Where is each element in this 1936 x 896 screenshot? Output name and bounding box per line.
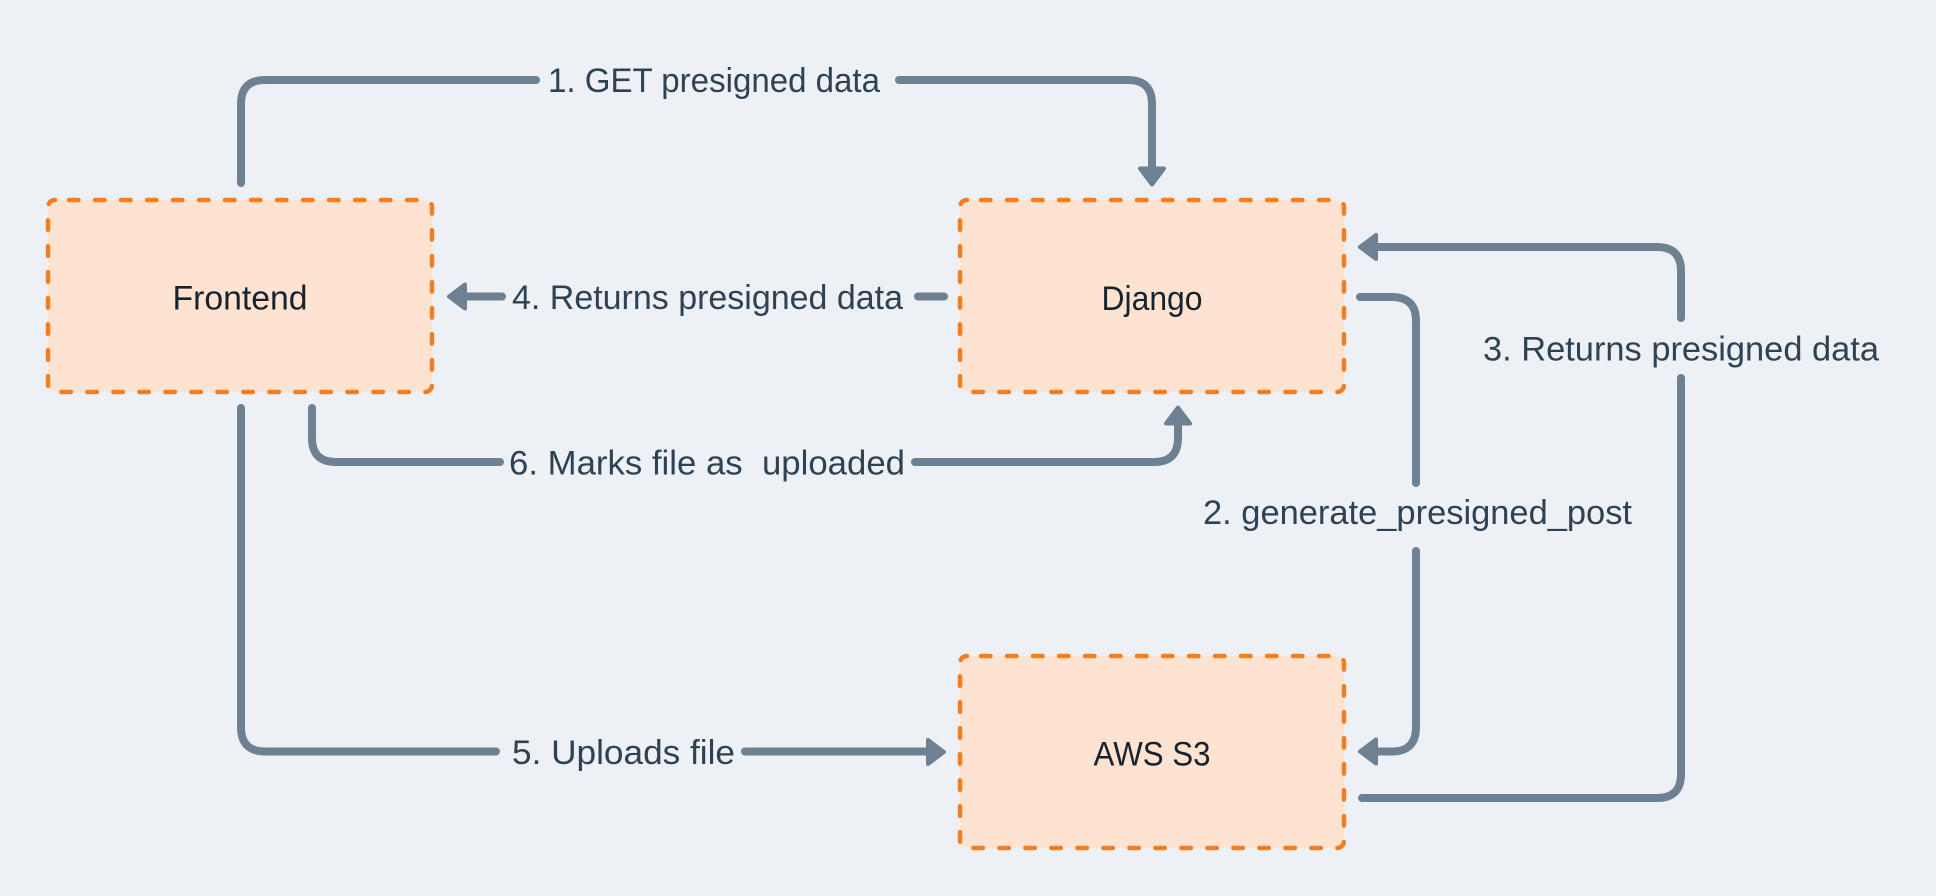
- svg-text:Frontend: Frontend: [173, 280, 308, 318]
- svg-text:1. GET presigned data: 1. GET presigned data: [548, 62, 880, 100]
- svg-text:Django: Django: [1102, 280, 1203, 318]
- svg-text:AWS S3: AWS S3: [1094, 736, 1211, 774]
- svg-text:4. Returns presigned data: 4. Returns presigned data: [512, 279, 903, 317]
- svg-text:5. Uploads file: 5. Uploads file: [512, 734, 735, 772]
- svg-text:3. Returns presigned data: 3. Returns presigned data: [1483, 331, 1879, 369]
- svg-text:2. generate_presigned_post: 2. generate_presigned_post: [1203, 494, 1633, 532]
- svg-text:6. Marks file as uploaded: 6. Marks file as uploaded: [509, 445, 905, 483]
